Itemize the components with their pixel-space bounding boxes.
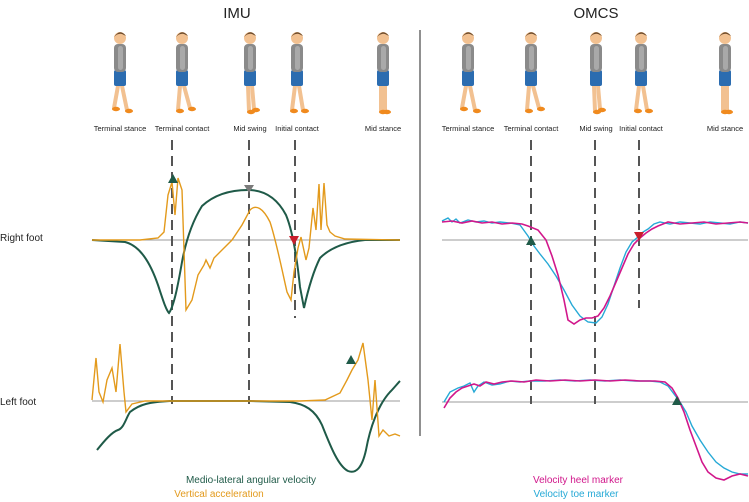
imu-left-angular-velocity-line: [96, 380, 401, 473]
walking-person-icon: [290, 32, 309, 114]
imu-phase-terminal-stance: Terminal stance: [94, 124, 147, 133]
walking-person-icon: [634, 32, 653, 114]
imu-phase-initial-contact: Initial contact: [275, 124, 320, 133]
imu-right-vertical-acceleration-line: [92, 177, 401, 313]
imu-right-angular-velocity-line: [91, 188, 400, 315]
omcs-phase-mid-stance: Mid stance: [707, 124, 743, 133]
omcs-right-initial-contact-marker: [634, 232, 644, 241]
walking-person-icon: [460, 32, 481, 114]
omcs-left-terminal-contact-marker: [672, 396, 682, 405]
walking-person-icon: [590, 32, 606, 115]
imu-left-vertical-acceleration-line: [91, 342, 401, 439]
omcs-left-toe-velocity-line: [443, 379, 748, 475]
row-label-left-foot: Left foot: [0, 397, 36, 408]
imu-right-initial-contact-marker: [289, 236, 299, 245]
walking-person-icon: [112, 32, 133, 114]
omcs-right-heel-velocity-line: [441, 220, 749, 325]
legend-toe-marker: Velocity toe marker: [533, 489, 619, 500]
omcs-right-terminal-contact-marker: [526, 236, 536, 245]
omcs-phase-terminal-stance: Terminal stance: [442, 124, 495, 133]
event-lines: [171, 140, 640, 404]
imu-phase-mid-stance: Mid stance: [365, 124, 401, 133]
walking-person-icon: [244, 32, 260, 115]
imu-right-mid-swing-marker: [244, 185, 254, 193]
omcs-title: OMCS: [574, 5, 619, 22]
omcs-right-toe-velocity-line: [441, 217, 749, 324]
imu-left-terminal-contact-marker: [346, 355, 356, 364]
walking-person-icon: [176, 32, 196, 114]
walking-person-icon: [525, 32, 545, 114]
omcs-phase-mid-swing: Mid swing: [579, 124, 612, 133]
omcs-left-heel-velocity-line: [443, 379, 749, 481]
imu-right-terminal-contact-marker: [168, 174, 178, 183]
legend-angular-velocity: Medio-lateral angular velocity: [186, 475, 316, 486]
imu-title: IMU: [223, 5, 251, 22]
walking-figures: [112, 32, 733, 115]
omcs-phase-initial-contact: Initial contact: [619, 124, 664, 133]
legend-vertical-acceleration: Vertical acceleration: [174, 489, 264, 500]
legend-heel-marker: Velocity heel marker: [533, 475, 624, 486]
row-label-right-foot: Right foot: [0, 233, 43, 244]
walking-person-icon: [377, 32, 391, 115]
imu-phase-terminal-contact: Terminal contact: [155, 124, 211, 133]
walking-person-icon: [719, 32, 733, 115]
omcs-phase-terminal-contact: Terminal contact: [504, 124, 560, 133]
imu-phase-mid-swing: Mid swing: [233, 124, 266, 133]
